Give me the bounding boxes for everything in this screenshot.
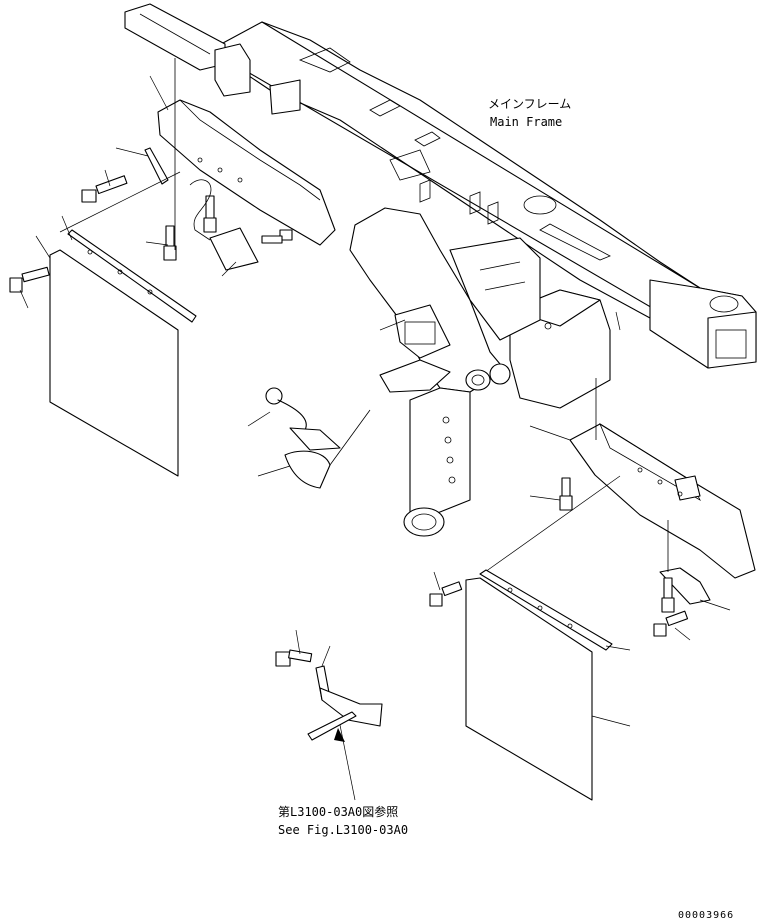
drawing-number: 00003966 — [678, 910, 734, 921]
reference-label-jp: 第L3100-03A0図参照 — [278, 804, 398, 819]
bolt-icon — [163, 225, 177, 261]
center-hinge — [349, 207, 611, 537]
main-frame — [124, 3, 757, 369]
bolt-icon — [81, 175, 128, 203]
main-frame-label-en: Main Frame — [490, 115, 562, 129]
bolt-icon — [275, 649, 313, 667]
left-mud-flap — [9, 171, 197, 477]
bolt-icon — [661, 577, 675, 613]
main-frame-label-jp: メインフレーム — [488, 97, 571, 111]
reference-label-en: See Fig.L3100-03A0 — [278, 823, 408, 837]
left-fender — [81, 58, 336, 271]
bolt-icon — [653, 610, 689, 637]
leader-lines — [19, 75, 731, 727]
right-fender — [429, 378, 756, 637]
reference-bracket — [275, 649, 383, 801]
bolt-icon — [203, 195, 217, 233]
bolt-icon — [261, 229, 293, 244]
bolt-icon — [9, 266, 50, 293]
step-assembly — [265, 387, 371, 489]
bolt-icon — [559, 477, 573, 511]
bolt-icon — [429, 581, 463, 607]
right-mud-flap — [465, 569, 613, 801]
